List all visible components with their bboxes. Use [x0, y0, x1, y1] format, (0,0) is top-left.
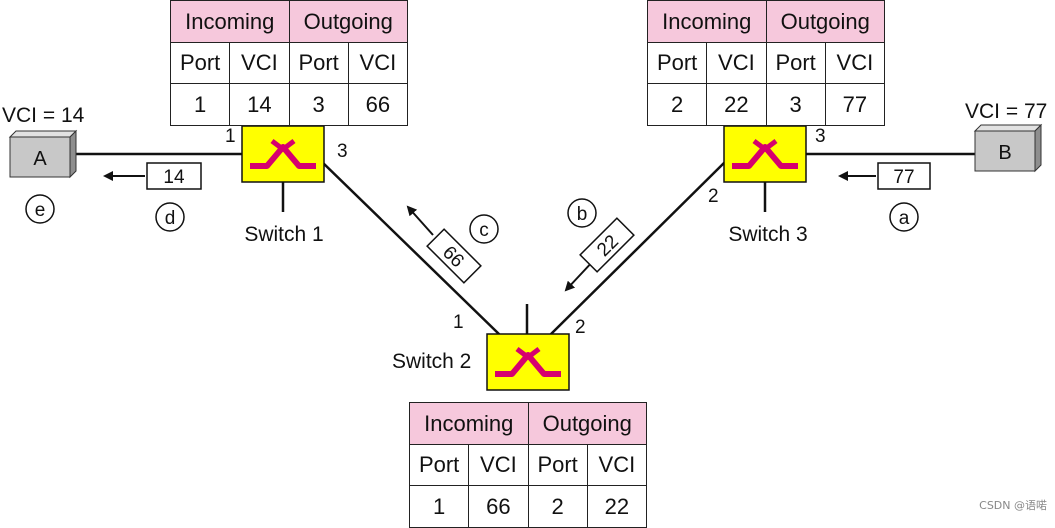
table-header-outgoing: Outgoing: [765, 0, 885, 43]
vc-switching-diagram: A VCI = 14 B VCI = 77 Switch 1 1 3 Switc…: [2, 100, 1047, 391]
switch-1-vc-table: Incoming Outgoing Port VCI Port VCI 1 14…: [169, 0, 409, 126]
link-switch1-switch2: [319, 159, 502, 337]
table-subheader-in-vci: VCI: [468, 444, 529, 486]
table-subheader-in-vci: VCI: [229, 42, 290, 84]
host-a: A: [8, 129, 78, 179]
table-subheader-out-port: Port: [288, 42, 349, 84]
switch-3-port-3: 3: [815, 126, 826, 147]
step-b-label: b: [577, 204, 588, 225]
table-subheader-in-port: Port: [408, 444, 470, 486]
table-row: 1 14 3 66: [169, 83, 409, 126]
in-vci-cell: 66: [468, 485, 529, 528]
switch-1: [241, 125, 325, 183]
step-a-label: a: [899, 208, 910, 229]
out-vci-cell: 66: [347, 83, 409, 126]
step-e-marker: [25, 194, 55, 224]
switch-1-label: Switch 1: [244, 223, 323, 246]
frame-c: 66: [426, 228, 482, 284]
switch-2-label: Switch 2: [392, 350, 471, 373]
host-b-vci-label: VCI = 77: [965, 100, 1047, 123]
out-port-cell: 3: [288, 83, 349, 126]
table-row: 2 22 3 77: [646, 83, 886, 126]
out-port-cell: 2: [527, 485, 588, 528]
table-subheader-out-vci: VCI: [347, 42, 409, 84]
table-subheader-in-port: Port: [169, 42, 231, 84]
table-subheader-out-port: Port: [765, 42, 826, 84]
out-vci-cell: 77: [824, 83, 886, 126]
table-header-incoming: Incoming: [170, 0, 290, 43]
table-subheader-out-port: Port: [527, 444, 588, 486]
frame-a: [877, 162, 931, 190]
table-header-incoming: Incoming: [409, 402, 529, 445]
step-c-label: c: [479, 220, 489, 241]
switch-1-port-3: 3: [337, 141, 348, 162]
host-b: B: [973, 123, 1043, 173]
table-row: 1 66 2 22: [408, 485, 648, 528]
step-d-label: d: [165, 208, 176, 229]
table-subheader-out-vci: VCI: [586, 444, 648, 486]
host-a-vci-label: VCI = 14: [2, 104, 85, 127]
in-port-cell: 1: [169, 83, 231, 126]
switch-2-port-1: 1: [453, 312, 464, 333]
step-d-marker: [155, 202, 185, 232]
step-c-marker: [469, 214, 499, 244]
step-a-marker: [889, 202, 919, 232]
table-header-outgoing: Outgoing: [527, 402, 647, 445]
out-vci-cell: 22: [586, 485, 648, 528]
table-subheader-out-vci: VCI: [824, 42, 886, 84]
switch-1-port-1: 1: [225, 126, 236, 147]
step-e-label: e: [35, 200, 46, 221]
out-port-cell: 3: [765, 83, 826, 126]
switch-3-port-2: 2: [708, 186, 719, 207]
switch-3-label: Switch 3: [728, 223, 807, 246]
frame-d: [146, 162, 202, 190]
switch-2-vc-table: Incoming Outgoing Port VCI Port VCI 1 66…: [408, 402, 648, 528]
table-subheader-in-port: Port: [646, 42, 708, 84]
frame-a-vci: 77: [893, 167, 914, 188]
step-b-marker: [567, 198, 597, 228]
host-a-label: A: [33, 148, 47, 170]
host-b-label: B: [998, 142, 1011, 164]
table-header-outgoing: Outgoing: [288, 0, 408, 43]
switch-3-vc-table: Incoming Outgoing Port VCI Port VCI 2 22…: [646, 0, 886, 126]
table-header-incoming: Incoming: [647, 0, 767, 43]
switch-2: [486, 333, 570, 391]
frame-d-vci: 14: [163, 167, 185, 188]
in-vci-cell: 14: [229, 83, 290, 126]
table-subheader-in-vci: VCI: [706, 42, 767, 84]
watermark: CSDN @语喏: [979, 499, 1047, 512]
switch-3: [723, 125, 807, 183]
in-port-cell: 1: [408, 485, 470, 528]
arrow-c-icon: [406, 205, 434, 236]
in-vci-cell: 22: [706, 83, 767, 126]
in-port-cell: 2: [646, 83, 708, 126]
switch-2-port-2: 2: [575, 317, 586, 338]
link-switch3-switch2: [548, 159, 728, 337]
